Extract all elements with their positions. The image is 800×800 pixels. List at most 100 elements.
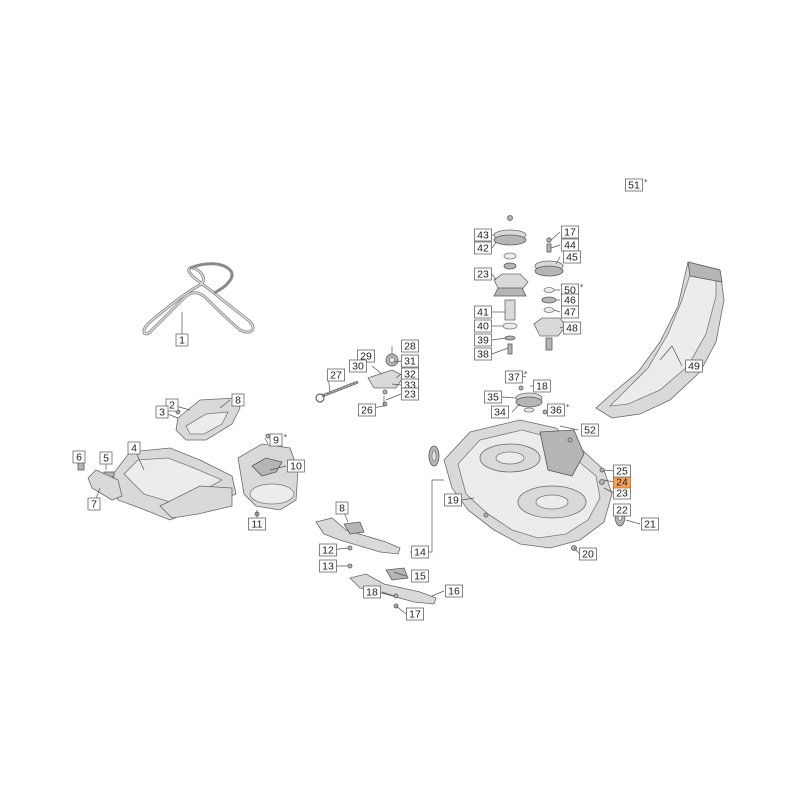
- callout-number: 23: [477, 269, 489, 281]
- callout-c5: 5: [99, 451, 113, 465]
- spindle-right-assembly: [533, 237, 567, 351]
- callout-number: 50: [564, 285, 576, 297]
- discharge-tube: [595, 261, 725, 419]
- callout-c27: 27: [327, 368, 345, 382]
- callout-c23b: 23: [401, 387, 419, 401]
- callout-number: 47: [564, 307, 576, 319]
- callout-labels: 123456789*101181213141516171819202122232…: [72, 178, 703, 621]
- callout-number: 8: [339, 503, 345, 515]
- callout-number: 39: [477, 335, 489, 347]
- callout-number: 32: [404, 369, 416, 381]
- star-marker: *: [566, 403, 570, 411]
- spindle-left-assembly: [493, 215, 529, 355]
- drive-belt: [142, 262, 255, 336]
- callout-box: [474, 305, 492, 319]
- callout-box: [613, 503, 631, 517]
- tension-spring: [315, 380, 359, 403]
- callout-number: 35: [487, 392, 499, 404]
- callout-box: [72, 450, 86, 464]
- callout-c52: 52: [581, 423, 599, 437]
- callout-box: [401, 339, 419, 353]
- callout-number: 15: [414, 571, 426, 583]
- callout-box: [561, 225, 579, 239]
- callout-c12: 12: [319, 543, 337, 557]
- discharge-chute: [237, 443, 299, 511]
- callout-number: 23: [404, 389, 416, 401]
- callout-box: [175, 333, 189, 347]
- callout-c4: 4: [127, 441, 141, 455]
- callout-box: [613, 464, 631, 478]
- callout-c14: 14: [411, 545, 429, 559]
- callout-number: 11: [252, 519, 263, 531]
- idler-pulley: [515, 392, 543, 413]
- callout-c44: 44: [561, 238, 579, 252]
- callout-box: [474, 319, 492, 333]
- deck-wheel-left: [428, 445, 440, 467]
- callout-c38: 38: [474, 347, 492, 361]
- callout-number: 12: [322, 545, 334, 557]
- star-marker: *: [524, 370, 528, 378]
- callout-c3: 3: [155, 405, 169, 419]
- callout-box: [445, 584, 463, 598]
- callout-c23a: 23: [613, 486, 631, 500]
- callout-box: [641, 517, 659, 531]
- callout-box: [625, 178, 643, 192]
- callout-number: 8: [235, 395, 241, 407]
- callout-c47: 47: [561, 305, 579, 319]
- star-marker: *: [580, 283, 584, 291]
- callout-c17a: 17: [406, 607, 424, 621]
- callout-c10: 10: [287, 459, 305, 473]
- callout-box: [474, 267, 492, 281]
- callout-box: [563, 321, 581, 335]
- callout-c35: 35: [484, 390, 502, 404]
- callout-c8b: 8: [335, 501, 349, 515]
- callout-box: [411, 569, 429, 583]
- callout-number: 3: [159, 407, 165, 419]
- callout-c43: 43: [474, 228, 492, 242]
- callout-c15: 15: [411, 569, 429, 583]
- callout-box: [484, 390, 502, 404]
- callout-box: [127, 441, 141, 455]
- callout-c1: 1: [175, 333, 189, 347]
- callout-box: [248, 517, 266, 531]
- callout-box: [327, 368, 345, 382]
- callout-number: 25: [616, 466, 628, 478]
- callout-c40: 40: [474, 319, 492, 333]
- callout-box: [581, 423, 599, 437]
- callout-number: 33: [404, 380, 416, 392]
- callout-box: [358, 403, 376, 417]
- callout-number: 4: [131, 443, 137, 455]
- mower-deck: [443, 419, 613, 549]
- callout-c49: 49: [685, 359, 703, 373]
- callout-box: [474, 241, 492, 255]
- callout-box: [505, 370, 523, 384]
- callout-number: 16: [448, 586, 460, 598]
- callout-number: 40: [477, 321, 489, 333]
- callout-c20: 20: [579, 547, 597, 561]
- callout-box: [269, 433, 283, 447]
- callout-number: 51: [628, 180, 640, 192]
- callout-number: 6: [76, 452, 82, 464]
- callout-number: 48: [566, 323, 578, 335]
- callout-number: 18: [536, 381, 548, 393]
- callout-box: [87, 497, 101, 511]
- callout-number: 27: [330, 370, 342, 382]
- callout-c13: 13: [319, 559, 337, 573]
- callout-box: [319, 559, 337, 573]
- callout-number: 26: [361, 405, 373, 417]
- callout-number: 42: [477, 243, 489, 255]
- callout-c18b: 18: [533, 379, 551, 393]
- callout-number: 37: [508, 372, 520, 384]
- bracket-part: [87, 469, 123, 501]
- callout-box: [685, 359, 703, 373]
- callout-box: [401, 354, 419, 368]
- callout-c24: 24: [613, 475, 631, 489]
- callout-number: 28: [404, 341, 416, 353]
- callout-c48: 48: [563, 321, 581, 335]
- callout-box: [165, 398, 179, 412]
- callout-number: 17: [409, 609, 421, 621]
- callout-number: 18: [366, 587, 378, 599]
- callout-number: 46: [564, 295, 576, 307]
- callout-number: 24: [616, 477, 628, 489]
- callout-box: [155, 405, 169, 419]
